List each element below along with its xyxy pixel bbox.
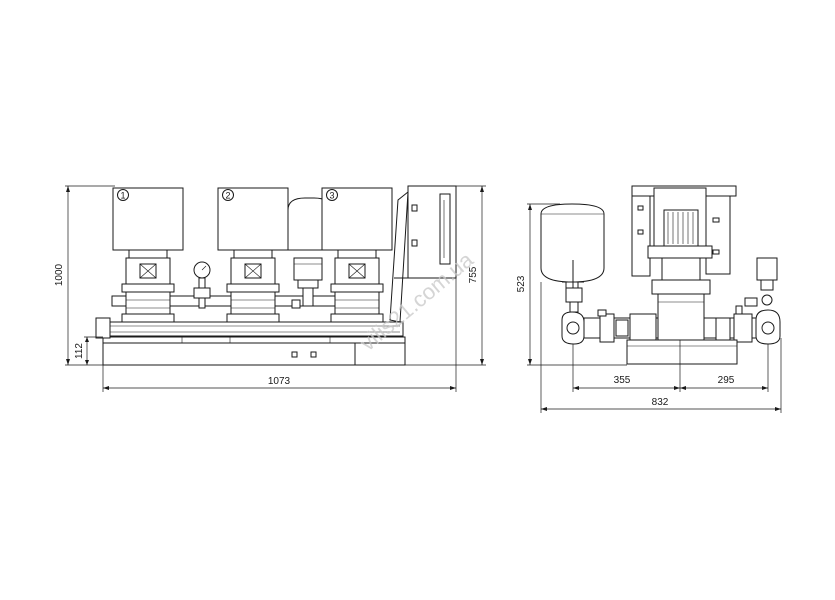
dim-side-width: 832 <box>540 282 782 413</box>
pressure-tank <box>540 203 605 289</box>
front-view: 1 2 <box>54 185 486 392</box>
dim-label-295: 295 <box>718 375 735 386</box>
dim-label-1000: 1000 <box>54 263 65 286</box>
dim-offsets: 355 295 <box>572 340 769 392</box>
pump-number-1: 1 <box>120 191 125 201</box>
pump-3: 3 <box>321 187 393 323</box>
dim-base-height: 112 <box>74 336 103 365</box>
dim-tank-height: 523 <box>516 203 627 366</box>
dim-label-832: 832 <box>652 397 669 408</box>
dim-total-height: 1000 <box>54 185 115 366</box>
left-valve-assembly <box>561 260 585 345</box>
dim-label-755: 755 <box>468 266 479 283</box>
pump-number-marker-1 <box>117 189 129 201</box>
pump-number-marker-3 <box>326 189 338 201</box>
pressure-switch <box>291 257 323 309</box>
right-valve-assembly <box>744 257 781 345</box>
dim-cabinet-height: 755 <box>405 185 486 366</box>
pump-number-marker-2 <box>222 189 234 201</box>
dim-label-355: 355 <box>614 375 631 386</box>
base-frame <box>102 336 406 366</box>
pressure-gauge <box>193 261 211 309</box>
dim-label-523: 523 <box>516 275 527 292</box>
dim-label-1073: 1073 <box>268 376 291 387</box>
control-cabinet <box>389 185 457 323</box>
side-view: 523 355 295 832 <box>516 185 782 413</box>
side-base <box>626 339 738 365</box>
side-pump <box>631 185 737 341</box>
dim-total-width: 1073 <box>102 278 457 392</box>
pump-1: 1 <box>112 187 184 323</box>
pump-number-3: 3 <box>329 191 334 201</box>
pump-number-2: 2 <box>225 191 230 201</box>
pump-2: 2 <box>217 187 289 323</box>
dim-label-112: 112 <box>74 343 85 359</box>
